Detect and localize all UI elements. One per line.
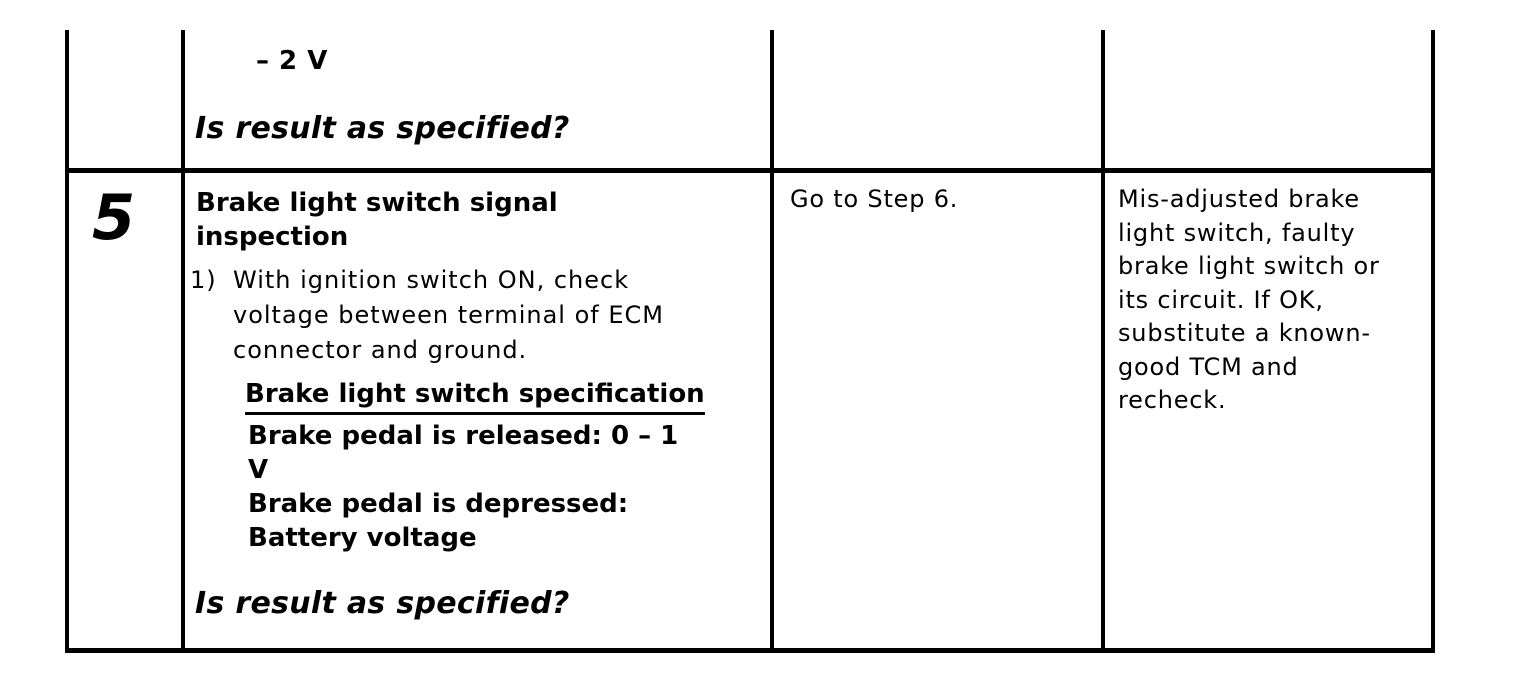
text-line: Mis-adjusted brake <box>1118 185 1360 213</box>
table-border-bottom <box>65 648 1435 653</box>
text-line: Brake pedal is released: 0 – 1 <box>248 421 679 451</box>
text-line: connector and ground. <box>233 336 528 364</box>
column-divider-step-action <box>181 30 185 653</box>
list-item-text: With ignition switch ON, check voltage be… <box>233 263 664 368</box>
text-line: its circuit. If OK, <box>1118 285 1324 314</box>
list-item-marker: 1) <box>190 266 217 294</box>
table-border-left <box>65 30 69 653</box>
row-divider <box>65 168 1435 173</box>
text-line: Brake light switch signal <box>196 188 558 218</box>
spec-heading: Brake light switch specification <box>245 377 705 415</box>
text-line: recheck. <box>1118 386 1227 414</box>
yes-result-cell: Go to Step 6. <box>790 183 958 217</box>
text-line: Brake pedal is depressed: <box>248 489 629 519</box>
column-divider-action-yes <box>770 30 774 653</box>
text-line: – 2 V <box>256 46 328 76</box>
step-number: 5 <box>92 181 136 254</box>
text-line: substitute a known- <box>1118 319 1371 347</box>
column-divider-yes-no <box>1101 30 1105 653</box>
text-line: inspection <box>196 222 349 252</box>
text-line: Go to Step 6. <box>790 185 959 213</box>
text-line: light switch, faulty <box>1118 218 1356 247</box>
text-line: With ignition switch ON, check <box>233 266 630 294</box>
result-question: Is result as specified? <box>195 586 570 621</box>
no-result-cell: Mis-adjusted brake light switch, faulty br… <box>1118 183 1380 418</box>
text-line: V <box>248 455 269 485</box>
text-line: good TCM and <box>1118 352 1299 381</box>
result-question: Is result as specified? <box>195 111 570 146</box>
text-line: brake light switch or <box>1118 252 1380 280</box>
text-line: Battery voltage <box>248 523 477 553</box>
spec-values: Brake pedal is released: 0 – 1 V Brake ped… <box>248 419 678 555</box>
action-title: Brake light switch signal inspection <box>196 186 558 254</box>
text-line: voltage between terminal of ECM <box>233 301 664 329</box>
table-border-right <box>1431 30 1435 653</box>
spec-value-continued: – 2 V <box>256 44 328 78</box>
